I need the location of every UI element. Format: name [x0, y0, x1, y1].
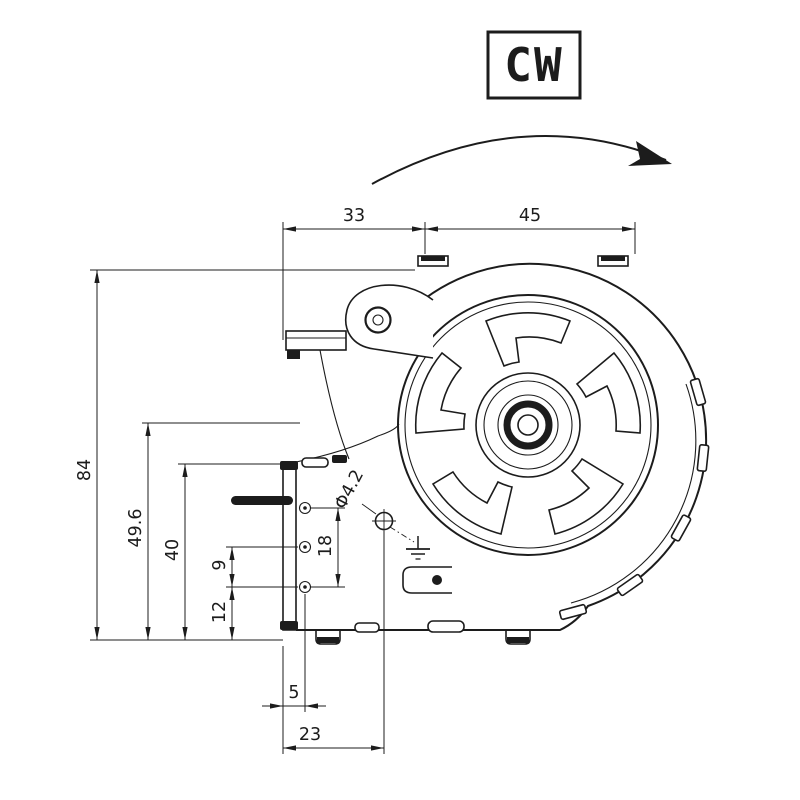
motor-vent-slots — [414, 312, 642, 535]
cw-box — [486, 30, 582, 100]
rotation-arrow-head-icon — [628, 141, 672, 166]
dim-label-ground-dia: Φ4.2 — [331, 467, 368, 513]
bracket-nub-mid — [332, 455, 347, 463]
housing-seam-line — [570, 383, 697, 604]
bracket-hole-bottom — [298, 580, 312, 594]
cw-label: CW — [504, 38, 563, 92]
housing-foot-left — [315, 630, 341, 645]
dim-label-9: 9 — [210, 559, 230, 570]
ground-dia-leader — [361, 503, 377, 515]
dimensions: 33 45 84 49.6 40 9 12 18 Φ4.2 5 — [75, 206, 636, 754]
dim-label-33: 33 — [343, 206, 365, 226]
motor-bracket — [285, 284, 434, 463]
blower-housing — [296, 255, 710, 645]
ground-lug-clip — [402, 566, 452, 594]
motor-shaft — [517, 414, 539, 436]
motor-shaft-ring — [503, 400, 553, 450]
bracket-nub-bottom — [280, 621, 298, 630]
rotation-arrow-curve — [371, 135, 667, 185]
housing-foot-right — [505, 630, 531, 645]
bracket-slot — [301, 457, 329, 468]
shaft-pin — [231, 496, 293, 505]
cw-rotation-indicator: CW — [371, 30, 672, 185]
dim-label-40: 40 — [163, 539, 183, 561]
motor-hub-inner — [483, 380, 573, 470]
dim-label-5: 5 — [288, 683, 299, 703]
bracket-hole-inner — [372, 314, 384, 326]
motor-bearing-ring — [497, 394, 559, 456]
bracket-hole-middle — [298, 540, 312, 554]
terminal-lug — [287, 350, 300, 359]
earth-ground-icon — [406, 536, 430, 560]
dim-label-18: 18 — [316, 535, 336, 557]
mounting-bracket — [231, 455, 347, 631]
inlet-edge — [295, 423, 400, 463]
dim-label-45: 45 — [519, 206, 541, 226]
dim-label-49-6: 49.6 — [126, 509, 146, 548]
dim-label-23: 23 — [299, 725, 321, 745]
housing-top-tab-right — [597, 255, 629, 267]
bracket-nub-top — [280, 461, 298, 470]
motor-face — [397, 294, 659, 556]
dim-label-84: 84 — [75, 459, 95, 481]
terminal-block — [285, 330, 347, 351]
ground-terminal — [372, 509, 452, 594]
housing-seam-clips — [354, 377, 710, 633]
housing-top-tab-left — [417, 255, 449, 267]
bracket-hole — [364, 306, 392, 334]
housing-left-edge — [319, 349, 350, 460]
motor-hub-outer — [475, 372, 581, 478]
bracket-hole-top — [298, 501, 312, 515]
motor-inner-ring — [404, 301, 652, 549]
dim-label-12: 12 — [210, 601, 230, 623]
